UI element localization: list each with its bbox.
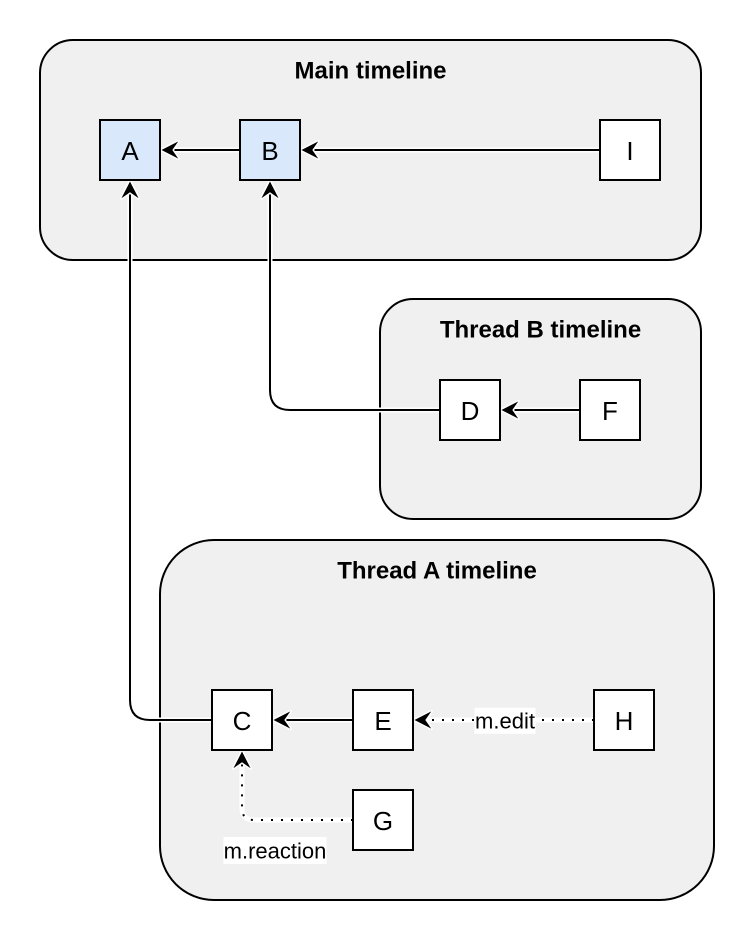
arrowhead-icon [501,401,519,419]
edge-label-text: m.reaction [224,838,327,863]
arrowhead-icon [414,711,432,729]
edge-label-background [474,707,536,734]
edge-e-to-c [272,709,353,731]
container-title: Main timeline [294,58,446,85]
edge-labels-layer: m.edit m.reaction [223,707,536,864]
edge-d-to-b [259,180,440,413]
node-label: A [121,136,139,166]
node-box [239,119,301,181]
node-box [599,119,661,181]
edge-line [129,181,212,721]
edge-i-to-b [300,139,600,161]
nodes-layer: A B I D F C E H G [99,119,661,851]
node-d: D [439,379,501,441]
arrowhead-icon [261,181,279,199]
arrowhead-icon [301,141,319,159]
edge-c-to-a [119,180,212,723]
node-a: A [99,119,161,181]
node-g: G [352,789,414,851]
arrowhead-icon [233,751,251,769]
arrowhead-icon [121,181,139,199]
container-title: Thread B timeline [440,317,641,344]
node-label: H [615,706,634,736]
edge-label-m-reaction: m.reaction [223,837,327,864]
arrowhead-icon [273,711,291,729]
container-title: Thread A timeline [337,558,537,585]
node-box [99,119,161,181]
node-box [579,379,641,441]
arrowhead-icon [161,141,179,159]
node-box [211,689,273,751]
node-e: E [352,689,414,751]
node-label: B [261,136,278,166]
node-label: G [373,806,393,836]
node-box [352,789,414,851]
edges-layer [119,139,600,823]
node-label: F [602,396,618,426]
node-box [439,379,501,441]
node-box [593,689,655,751]
node-i: I [599,119,661,181]
edge-label-text: m.edit [475,709,535,734]
node-box [352,689,414,751]
node-h: H [593,689,655,751]
node-label: I [626,136,633,166]
node-f: F [579,379,641,441]
node-label: D [461,396,480,426]
node-c: C [211,689,273,751]
edge-f-to-d [500,399,580,421]
edge-casing [239,751,353,823]
edge-line [269,181,440,411]
edge-label-m-edit: m.edit [474,707,536,734]
node-label: E [374,706,391,736]
node-b: B [239,119,301,181]
node-label: C [233,706,252,736]
edge-g-to-c [231,750,353,823]
edge-b-to-a [160,139,240,161]
edge-label-background [223,837,327,864]
